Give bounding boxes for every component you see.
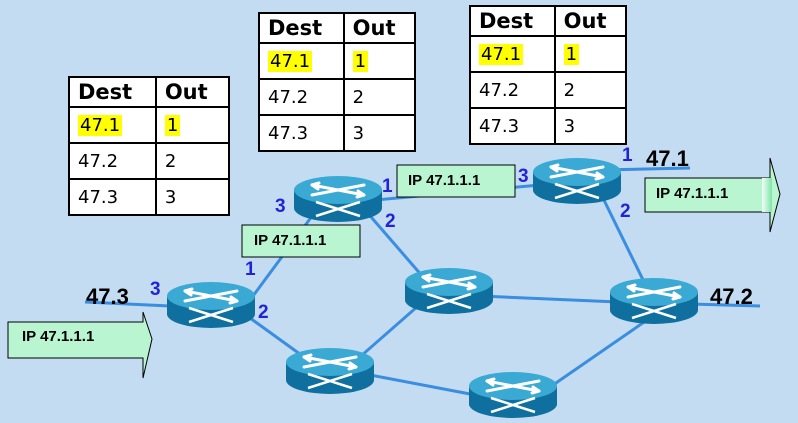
out-cell: 1 xyxy=(563,43,580,65)
router-left[interactable] xyxy=(165,280,257,330)
router-bottom-left[interactable] xyxy=(284,346,376,396)
link-r6-r7 xyxy=(364,372,471,396)
network-label-right: 47.2 xyxy=(710,284,753,309)
table-header-out: Out xyxy=(342,12,417,44)
link-r3-r5 xyxy=(598,191,650,291)
out-cell: 3 xyxy=(154,178,231,216)
table-header-dest: Dest xyxy=(68,76,157,108)
port-label-topleft-2: 2 xyxy=(385,211,396,232)
link-r4-r5 xyxy=(479,294,619,304)
table-row: 47.1 1 xyxy=(258,42,417,80)
table-row: 47.1 1 xyxy=(68,106,231,144)
table-row: 47.2 2 xyxy=(469,71,628,109)
port-label-left-2: 2 xyxy=(258,302,269,323)
port-label-left-3: 3 xyxy=(150,279,161,300)
out-cell: 2 xyxy=(553,71,628,109)
dest-cell: 47.2 xyxy=(68,142,157,180)
table-header-dest: Dest xyxy=(469,5,556,37)
dest-cell: 47.2 xyxy=(469,71,556,109)
port-label-topleft-3: 3 xyxy=(275,196,286,217)
routing-table-right: Dest Out 47.1 1 47.2 2 47.3 3 xyxy=(469,5,628,145)
out-cell: 2 xyxy=(342,78,417,116)
out-cell: 2 xyxy=(154,142,231,180)
packet-label-top: IP 47.1.1.1 xyxy=(408,172,481,189)
dest-cell: 47.3 xyxy=(68,178,157,216)
out-cell: 3 xyxy=(553,107,628,145)
packet-label-outgoing: IP 47.1.1.1 xyxy=(656,185,729,202)
out-cell: 1 xyxy=(164,114,181,136)
packet-arrow-outgoing xyxy=(644,157,781,233)
port-label-left-1: 1 xyxy=(245,259,256,280)
table-header-dest: Dest xyxy=(258,12,345,44)
router-top-right[interactable] xyxy=(531,156,623,206)
network-links xyxy=(84,166,761,396)
packet-box-top xyxy=(396,164,516,198)
dest-cell: 47.3 xyxy=(469,107,556,145)
dest-cell: 47.3 xyxy=(258,114,345,152)
table-header-out: Out xyxy=(154,76,231,108)
packet-arrow-incoming xyxy=(7,311,153,379)
table-row: 47.2 2 xyxy=(68,142,231,180)
packet-box-middle xyxy=(241,224,361,258)
dest-cell: 47.2 xyxy=(258,78,345,116)
routing-table-middle: Dest Out 47.1 1 47.2 2 47.3 3 xyxy=(258,12,417,152)
dest-cell: 47.1 xyxy=(268,50,313,72)
router-center[interactable] xyxy=(403,266,495,316)
port-label-topright-2: 2 xyxy=(620,201,631,222)
port-label-topright-3: 3 xyxy=(518,166,529,187)
table-row: 47.3 3 xyxy=(258,114,417,152)
link-net473 xyxy=(84,300,171,308)
router-right[interactable] xyxy=(608,276,700,326)
packet-label-incoming: IP 47.1.1.1 xyxy=(22,328,95,345)
table-row: 47.2 2 xyxy=(258,78,417,116)
link-net472 xyxy=(689,302,761,308)
out-cell: 3 xyxy=(342,114,417,152)
table-header-out: Out xyxy=(553,5,628,37)
port-label-topleft-1: 1 xyxy=(382,176,393,197)
table-row: 47.1 1 xyxy=(469,35,628,73)
router-top-left[interactable] xyxy=(292,174,384,224)
dest-cell: 47.1 xyxy=(78,114,123,136)
router-bottom-right[interactable] xyxy=(467,370,559,420)
port-label-topright-1: 1 xyxy=(622,145,633,166)
network-label-left: 47.3 xyxy=(86,284,129,309)
table-row: 47.3 3 xyxy=(68,178,231,216)
dest-cell: 47.1 xyxy=(479,43,524,65)
link-r7-r5 xyxy=(539,316,651,396)
packet-label-middle: IP 47.1.1.1 xyxy=(254,232,327,249)
table-row: 47.3 3 xyxy=(469,107,628,145)
out-cell: 1 xyxy=(352,50,369,72)
routing-table-left: Dest Out 47.1 1 47.2 2 47.3 3 xyxy=(68,76,231,216)
network-label-top-right: 47.1 xyxy=(646,146,689,171)
